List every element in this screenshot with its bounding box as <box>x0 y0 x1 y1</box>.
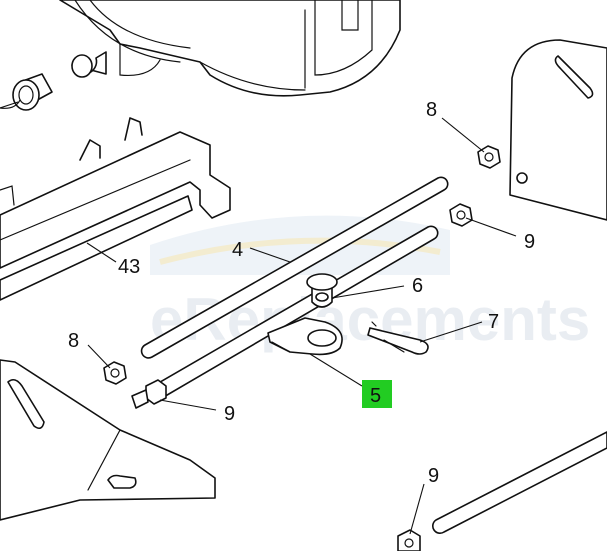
callout-6: 6 <box>412 275 423 297</box>
leader-8-left <box>87 344 111 369</box>
callout-5: 5 <box>370 385 381 407</box>
frame-part-43 <box>0 117 231 301</box>
bracket-part-5 <box>267 317 343 356</box>
lower-left-plate <box>0 359 216 521</box>
hairpin-clip-part-7 <box>367 321 429 355</box>
leader-knob <box>0 101 19 109</box>
right-bracket-plate <box>509 39 607 221</box>
callout-43: 43 <box>118 256 140 278</box>
callout-8-upper: 8 <box>426 99 437 121</box>
leader-9-bottom <box>409 483 425 535</box>
callout-7: 7 <box>488 311 499 333</box>
leader-43 <box>86 242 117 263</box>
knob-part <box>0 73 53 111</box>
watermark-text: eReplacements <box>150 286 590 353</box>
callout-9-bottom: 9 <box>428 465 439 487</box>
engine-housing <box>59 0 401 97</box>
leader-lines <box>0 101 517 535</box>
callout-labels: 43 4 6 7 5 8 8 9 9 9 <box>68 99 535 487</box>
rod-lower-right <box>432 431 607 535</box>
leader-7 <box>419 321 483 343</box>
callout-8-left: 8 <box>68 330 79 352</box>
callout-9-upper: 9 <box>524 231 535 253</box>
leader-9-upper <box>465 217 517 237</box>
leader-6 <box>331 285 405 299</box>
hex-nut-part-9-left <box>131 379 167 409</box>
watermark-logo: eReplacements <box>150 215 590 353</box>
callout-5-highlight <box>362 380 392 408</box>
hex-nut-part-9-bottom <box>397 529 421 551</box>
leader-4 <box>249 247 291 263</box>
leader-5 <box>309 353 363 387</box>
rod-part-4 <box>140 176 449 359</box>
leader-9-left <box>159 399 217 411</box>
hex-nut-part-9-upper <box>449 203 473 227</box>
callout-4: 4 <box>232 239 243 261</box>
leader-8-upper <box>441 117 485 153</box>
clevis-pin-part-6 <box>306 273 338 308</box>
callout-9-left: 9 <box>224 403 235 425</box>
